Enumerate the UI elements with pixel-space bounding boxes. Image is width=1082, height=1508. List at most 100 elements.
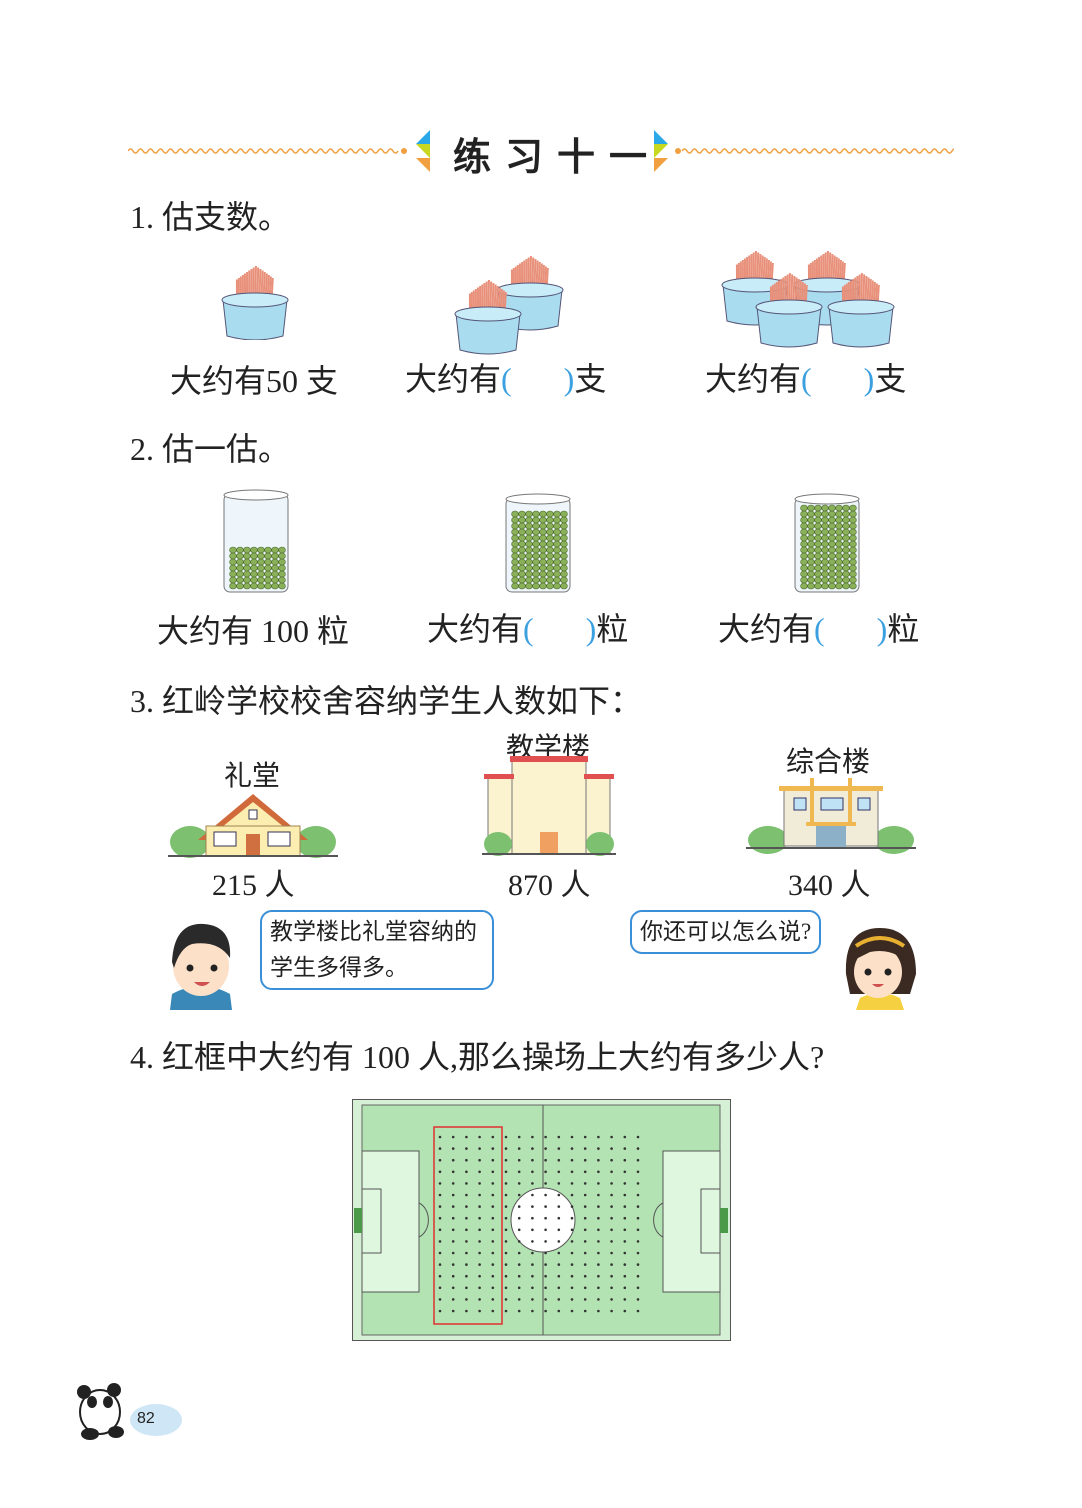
person-dot: [517, 1135, 521, 1139]
person-dot: [636, 1251, 640, 1255]
person-dot: [504, 1170, 508, 1174]
person-dot: [531, 1286, 534, 1290]
person-dot: [570, 1170, 574, 1174]
person-dot: [451, 1135, 455, 1139]
person-dot: [491, 1216, 495, 1220]
person-dot: [557, 1205, 561, 1208]
person-dot: [610, 1135, 613, 1139]
person-dot: [557, 1274, 561, 1278]
person-dot: [517, 1228, 521, 1232]
question-3-heading: 3. 红岭学校校舍容纳学生人数如下：: [130, 683, 643, 719]
person-dot: [636, 1135, 640, 1139]
person-dot: [438, 1251, 442, 1255]
person-dot: [465, 1193, 468, 1197]
person-dot: [636, 1170, 640, 1174]
person-dot: [478, 1216, 481, 1220]
person-dot: [504, 1147, 508, 1150]
person-dot: [465, 1240, 468, 1243]
person-dot: [531, 1182, 534, 1185]
person-dot: [610, 1263, 613, 1266]
person-dot: [465, 1274, 468, 1278]
person-dot: [597, 1263, 600, 1266]
person-dot: [636, 1274, 640, 1278]
person-dot: [451, 1251, 455, 1255]
person-dot: [583, 1240, 587, 1243]
person-dot: [570, 1263, 574, 1266]
person-dot: [610, 1182, 613, 1185]
person-dot: [517, 1193, 521, 1197]
person-dot: [478, 1240, 481, 1243]
goal-right-icon: [720, 1208, 728, 1233]
q2-answer-1: 大约有 100 粒: [157, 613, 350, 649]
person-dot: [636, 1228, 640, 1232]
person-dot: [570, 1216, 574, 1220]
person-dot: [531, 1193, 534, 1197]
person-dot: [504, 1309, 508, 1313]
person-dot: [544, 1193, 547, 1197]
person-dot: [465, 1182, 468, 1185]
person-dot: [438, 1170, 442, 1174]
person-dot: [478, 1263, 481, 1266]
person-dot: [610, 1205, 613, 1208]
person-dot: [491, 1170, 495, 1174]
jar-beans-100-image: [223, 489, 289, 593]
person-dot: [597, 1193, 600, 1197]
person-dot: [531, 1263, 534, 1266]
q1-answer-3: 大约有()支: [705, 361, 907, 397]
person-dot: [438, 1274, 442, 1278]
person-dot: [531, 1309, 534, 1313]
boy-avatar: [170, 923, 232, 1010]
wavy-line-right: [675, 148, 954, 154]
person-dot: [517, 1170, 521, 1174]
person-dot: [570, 1158, 574, 1162]
person-dot: [597, 1309, 600, 1313]
person-dot: [451, 1274, 455, 1278]
person-dot: [491, 1135, 495, 1139]
person-dot: [570, 1274, 574, 1278]
jar-beans-2-image: [505, 493, 571, 593]
person-dot: [583, 1135, 587, 1139]
person-dot: [557, 1309, 561, 1313]
soccer-field-diagram: [352, 1099, 731, 1341]
person-dot: [438, 1309, 442, 1313]
person-dot: [517, 1274, 521, 1278]
person-dot: [636, 1158, 640, 1162]
person-dot: [478, 1158, 481, 1162]
person-dot: [517, 1263, 521, 1266]
hall-capacity: 215 人: [212, 869, 295, 902]
person-dot: [478, 1309, 481, 1313]
person-dot: [491, 1263, 495, 1266]
person-dot: [597, 1251, 600, 1255]
person-dot: [438, 1182, 442, 1185]
person-dot: [531, 1298, 534, 1301]
person-dot: [610, 1147, 613, 1150]
person-dot: [557, 1240, 561, 1243]
person-dot: [504, 1251, 508, 1255]
person-dot: [517, 1298, 521, 1301]
girl-avatar: [845, 928, 916, 1010]
person-dot: [583, 1205, 587, 1208]
person-dot: [597, 1228, 600, 1232]
person-dot: [544, 1158, 547, 1162]
person-dot: [438, 1228, 442, 1232]
question-2-heading: 2. 估一估。: [130, 431, 291, 467]
q1-answer-1: 大约有50 支: [170, 363, 339, 399]
pencil-cup: [221, 265, 289, 340]
person-dot: [583, 1298, 587, 1301]
person-dot: [583, 1158, 587, 1162]
pencil-cups-2-image: [454, 255, 564, 355]
person-dot: [531, 1216, 534, 1220]
person-dot: [544, 1251, 547, 1255]
person-dot: [517, 1240, 521, 1243]
pencil-cup: [454, 279, 522, 355]
person-dot: [570, 1286, 574, 1290]
person-dot: [583, 1170, 587, 1174]
person-dot: [623, 1158, 627, 1162]
goal-left-icon: [354, 1208, 362, 1233]
person-dot: [465, 1216, 468, 1220]
person-dot: [465, 1228, 468, 1232]
person-dot: [570, 1251, 574, 1255]
person-dot: [451, 1263, 455, 1266]
pencil-cup: [755, 272, 823, 348]
person-dot: [531, 1158, 534, 1162]
